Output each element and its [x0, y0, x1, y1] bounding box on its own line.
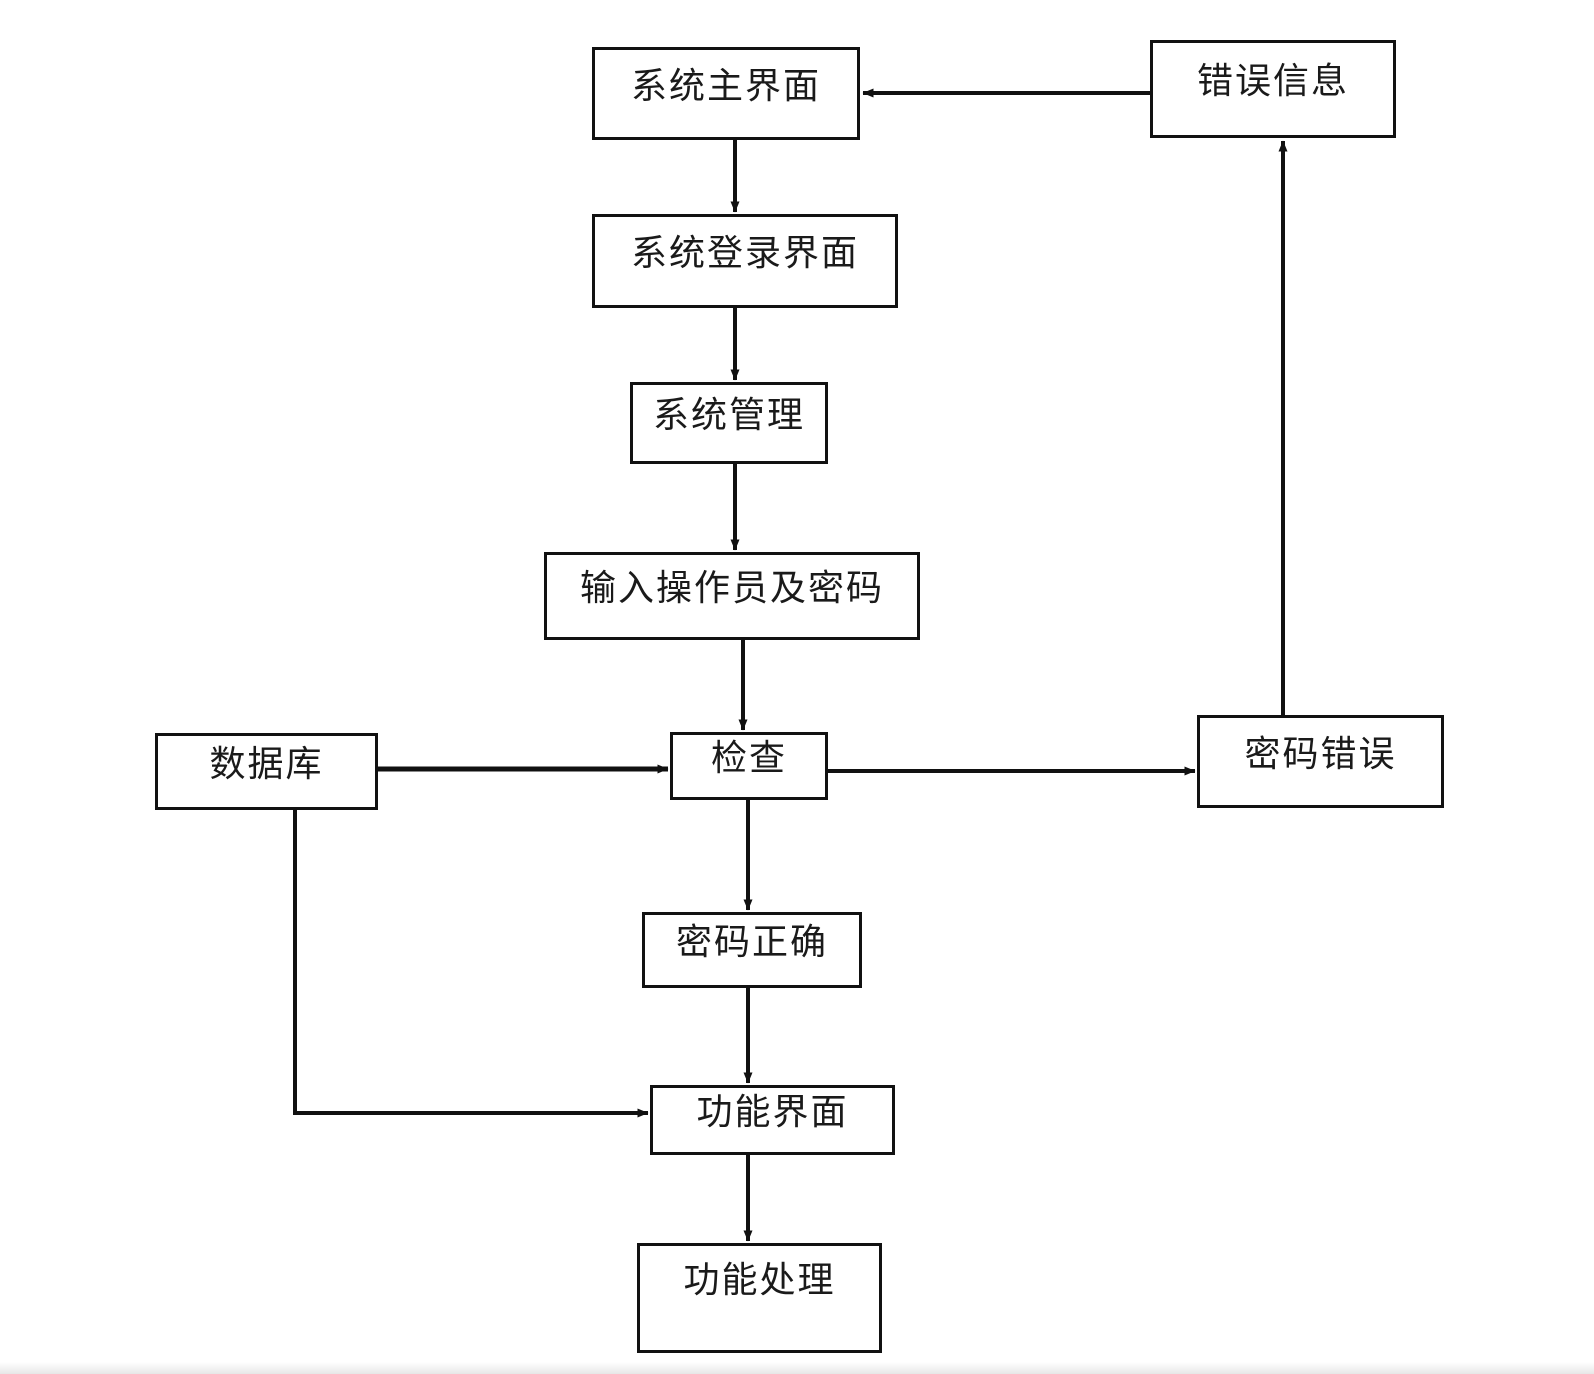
node-check[interactable]: 检查 [670, 732, 828, 800]
node-sys-manage[interactable]: 系统管理 [630, 382, 828, 464]
page-bottom-edge [0, 1362, 1594, 1374]
node-check-label: 检查 [710, 738, 787, 779]
node-pwd-wrong[interactable]: 密码错误 [1197, 715, 1444, 808]
node-login-ui-label: 系统登录界面 [630, 233, 859, 274]
node-input-cred-label: 输入操作员及密码 [579, 568, 884, 609]
node-input-cred[interactable]: 输入操作员及密码 [544, 552, 920, 640]
node-pwd-wrong-label: 密码错误 [1244, 733, 1397, 774]
node-pwd-correct[interactable]: 密码正确 [642, 912, 862, 988]
node-func-ui[interactable]: 功能界面 [650, 1085, 895, 1155]
node-database[interactable]: 数据库 [155, 733, 378, 810]
node-error-msg[interactable]: 错误信息 [1150, 40, 1396, 138]
node-func-process[interactable]: 功能处理 [637, 1243, 882, 1353]
node-main-ui[interactable]: 系统主界面 [592, 47, 860, 140]
node-func-process-label: 功能处理 [683, 1260, 836, 1301]
node-main-ui-label: 系统主界面 [630, 65, 821, 106]
node-database-label: 数据库 [209, 743, 324, 784]
edge-database-to-func-ui [293, 810, 649, 1118]
node-pwd-correct-label: 密码正确 [675, 922, 828, 963]
node-sys-manage-label: 系统管理 [652, 395, 805, 436]
node-login-ui[interactable]: 系统登录界面 [592, 214, 898, 308]
node-error-msg-label: 错误信息 [1196, 61, 1349, 102]
node-func-ui-label: 功能界面 [696, 1092, 849, 1133]
